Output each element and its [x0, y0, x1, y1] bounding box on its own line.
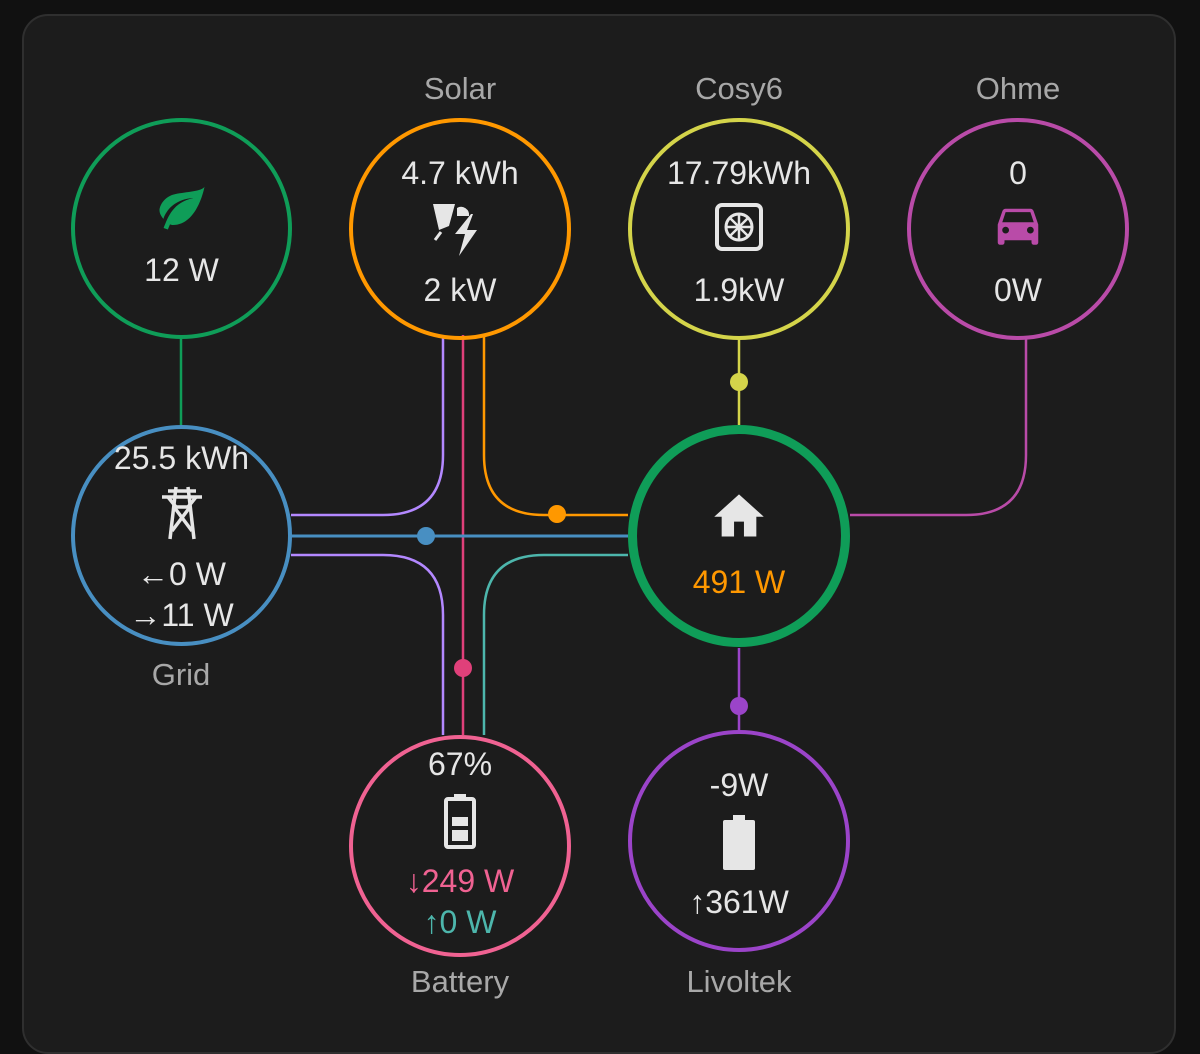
battery-in: ↓249 W [405, 863, 515, 899]
home-value: 491 W [692, 564, 786, 600]
ohme-label: Ohme [975, 71, 1061, 106]
cosy-node[interactable]: 17.79kWh 1.9kW [628, 118, 850, 340]
line-solar-home [482, 335, 628, 517]
ohme-power: 0W [994, 272, 1042, 308]
grid-node[interactable]: 25.5 kWh ←0 W →11 W [71, 425, 292, 646]
arrow-down-icon: ↓ [405, 863, 422, 899]
solar-label: Solar [423, 71, 497, 106]
low-carbon-node[interactable]: 12 W [71, 118, 292, 339]
flow-dot-cosy [730, 373, 748, 391]
heat-pump-icon [714, 202, 764, 257]
cosy-power: 1.9kW [693, 272, 785, 308]
battery-label: Battery [410, 964, 510, 999]
livoltek-node[interactable]: -9W ↑361W [628, 730, 850, 952]
flow-dot-livoltek [730, 697, 748, 715]
grid-energy: 25.5 kWh [113, 440, 250, 476]
cosy-energy: 17.79kWh [666, 155, 812, 191]
arrow-right-icon: → [129, 597, 162, 633]
line-battery-home [482, 553, 628, 735]
car-icon [991, 206, 1045, 257]
grid-export: ←0 W [137, 556, 226, 592]
solar-power-icon [429, 200, 491, 263]
livoltek-value: -9W [709, 767, 769, 803]
leaf-icon [152, 180, 212, 239]
battery-icon [443, 793, 477, 854]
battery-node[interactable]: 67% ↓249 W ↑0 W [349, 735, 571, 957]
solar-energy: 4.7 kWh [401, 155, 519, 191]
livoltek-power: ↑361W [689, 884, 789, 920]
solar-power: 2 kW [423, 272, 497, 308]
flow-dot-grid-home [417, 527, 435, 545]
ohme-count: 0 [1009, 155, 1027, 191]
battery-out: ↑0 W [423, 904, 497, 940]
grid-label: Grid [151, 657, 211, 692]
flow-dot-solar-battery [454, 659, 472, 677]
battery-soc: 67% [427, 746, 493, 782]
home-node[interactable]: 491 W [628, 425, 850, 647]
low-carbon-value: 12 W [144, 252, 219, 288]
line-solar-grid [291, 335, 445, 517]
arrow-up-icon: ↑ [423, 904, 440, 940]
ohme-node[interactable]: 0 0W [907, 118, 1129, 340]
home-icon [709, 487, 769, 544]
battery-full-icon [722, 814, 756, 875]
livoltek-label: Livoltek [686, 964, 792, 999]
grid-import: →11 W [129, 597, 234, 633]
flow-dot-solar-home [548, 505, 566, 523]
cosy-label: Cosy6 [695, 71, 783, 106]
arrow-up-icon: ↑ [689, 884, 706, 920]
line-grid-battery [291, 553, 445, 735]
arrow-left-icon: ← [137, 556, 170, 592]
line-ohme-home [850, 338, 1028, 517]
transmission-tower-icon [158, 485, 206, 546]
solar-node[interactable]: 4.7 kWh 2 kW [349, 118, 571, 340]
